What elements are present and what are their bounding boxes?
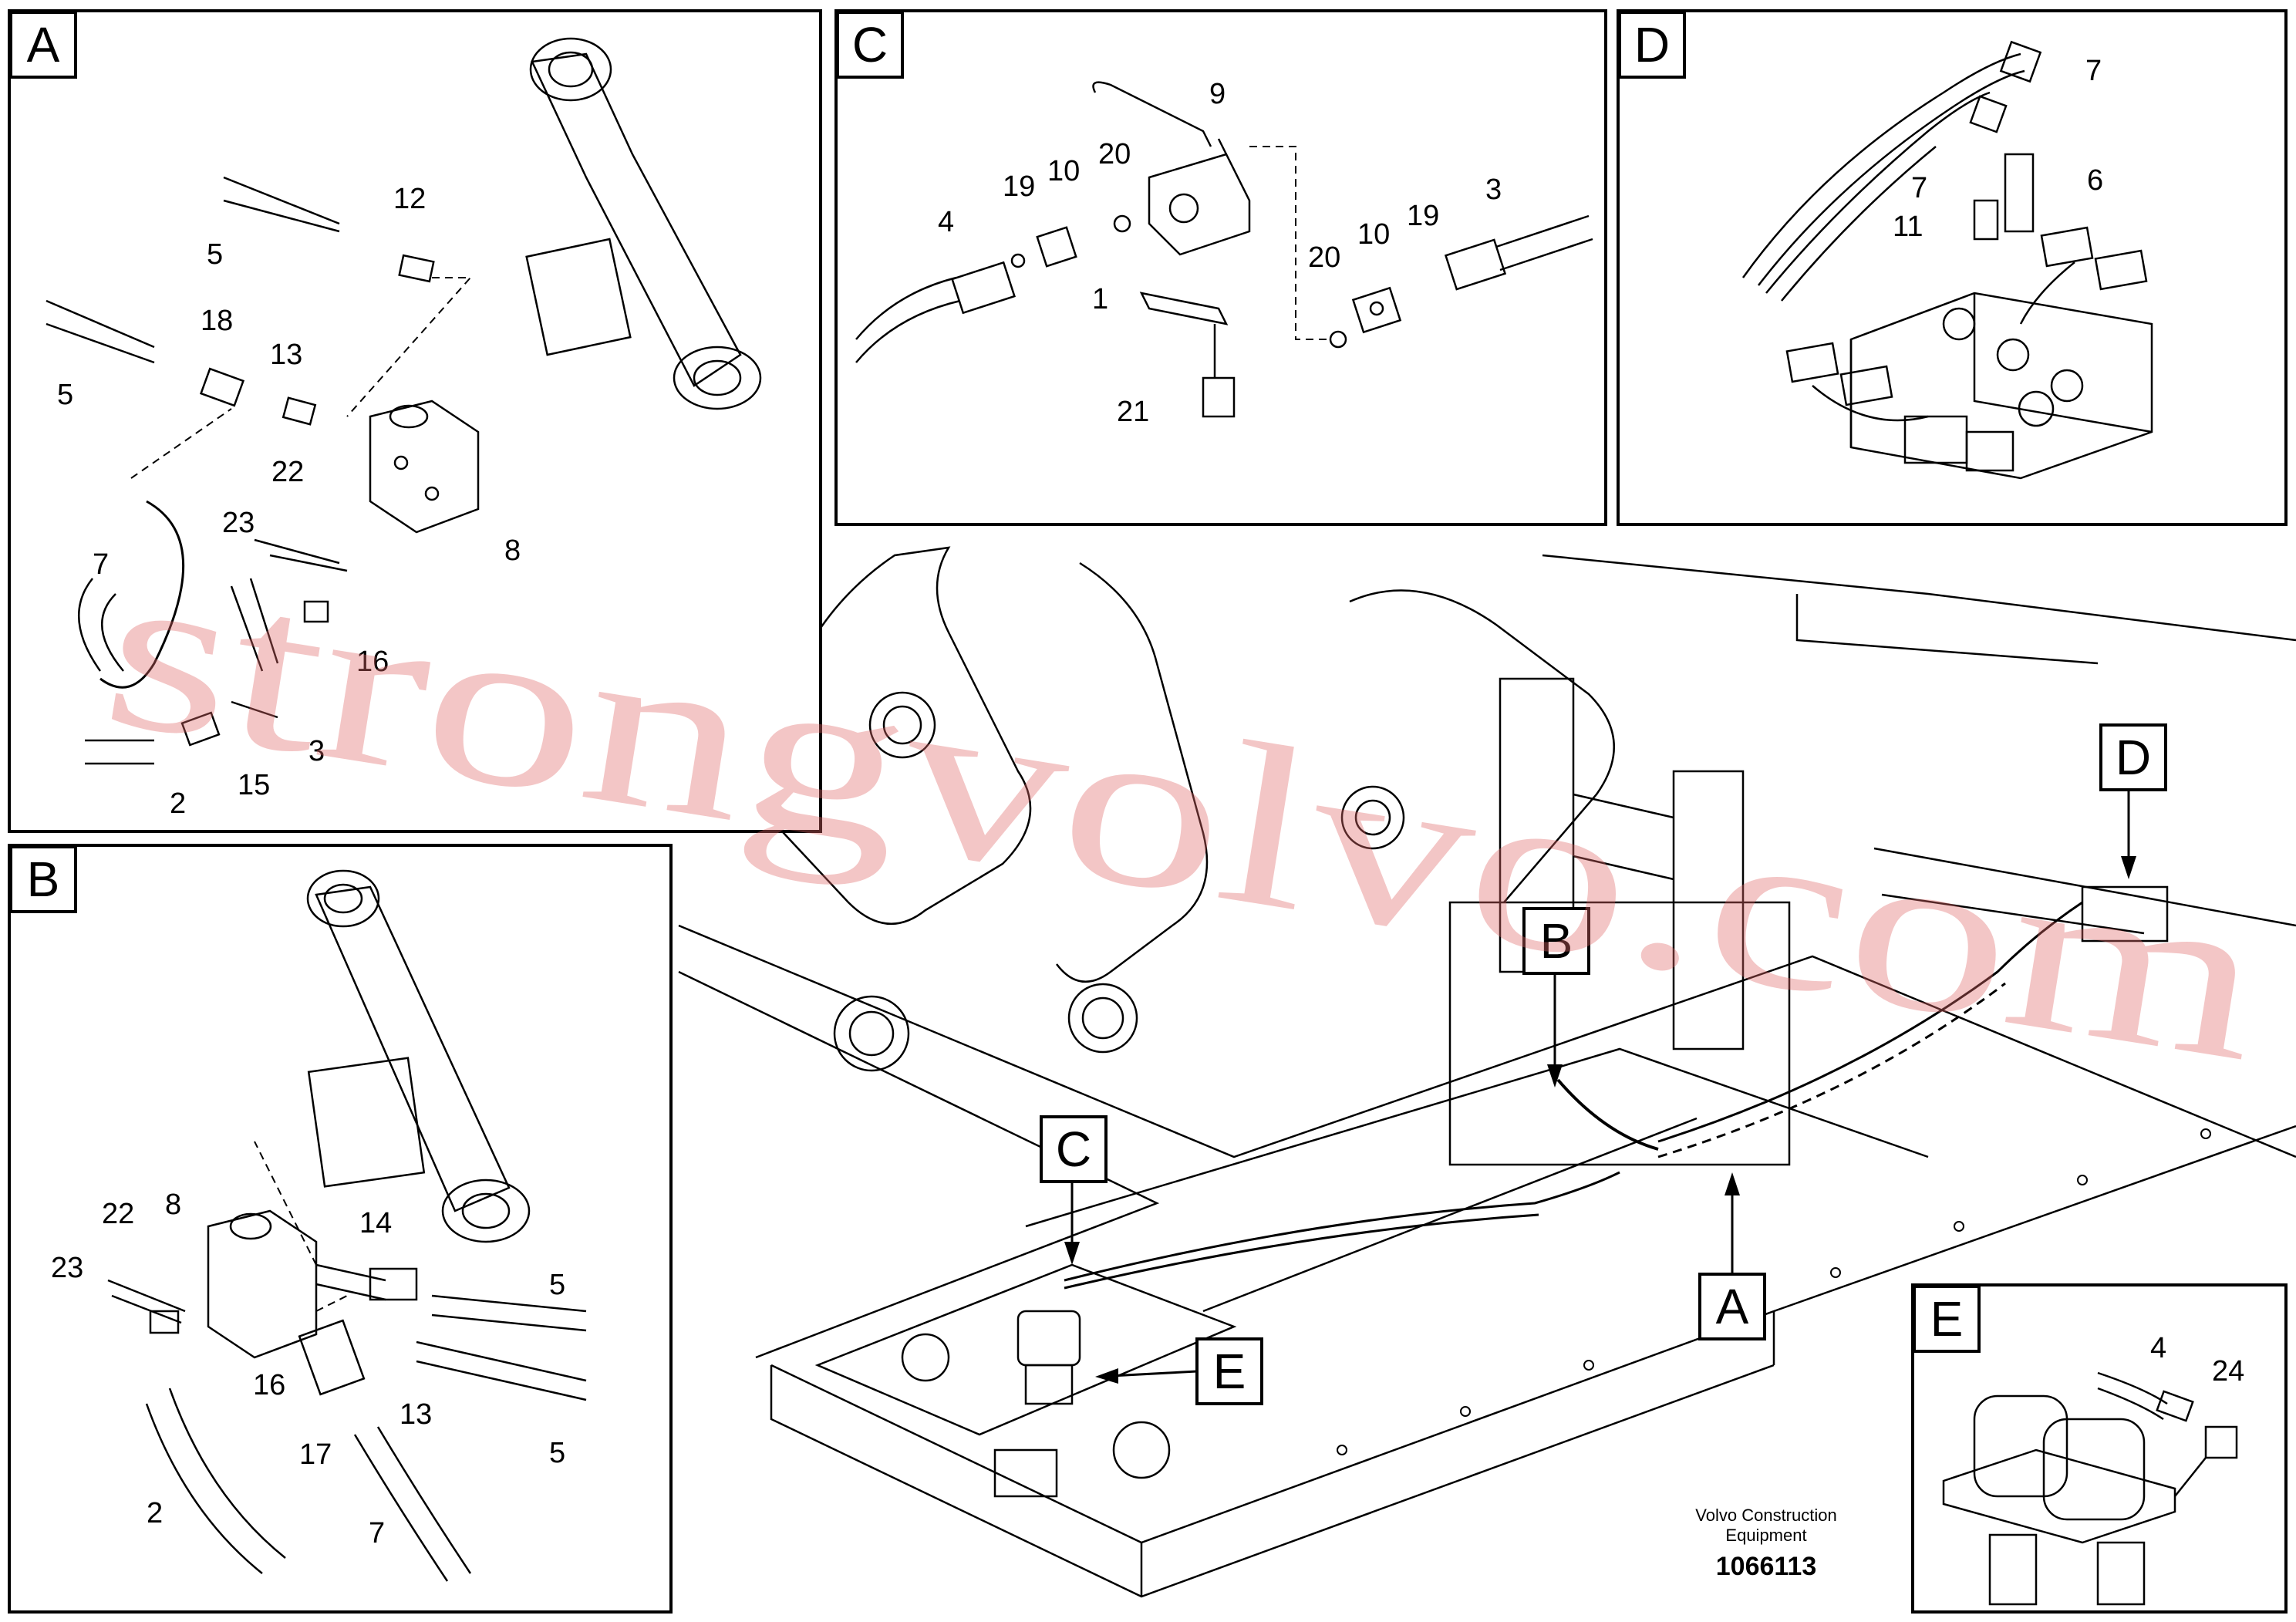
main-assembly-drawing <box>678 546 2296 1598</box>
panel-d-letter: D <box>1634 17 1670 73</box>
part-label: 3 <box>1485 174 1502 206</box>
part-label: 24 <box>2212 1355 2244 1388</box>
part-label: 13 <box>400 1398 432 1431</box>
part-label: 19 <box>1407 200 1439 232</box>
part-label: 3 <box>308 735 325 767</box>
part-label: 2 <box>170 787 186 820</box>
part-label: 5 <box>207 238 223 271</box>
svg-text:A: A <box>1716 1279 1749 1334</box>
part-label: 4 <box>938 206 954 238</box>
svg-text:E: E <box>1213 1344 1246 1399</box>
detail-panel-b: B 8 22 23 14 5 16 13 17 <box>8 844 673 1614</box>
part-label: 12 <box>393 183 426 215</box>
part-label: 2 <box>147 1497 163 1529</box>
detail-panel-d: D 7 7 6 11 <box>1617 9 2288 526</box>
part-label: 6 <box>2087 164 2103 197</box>
part-label: 17 <box>299 1438 332 1471</box>
callout-d: D <box>2099 723 2167 879</box>
part-label: 22 <box>102 1198 134 1230</box>
detail-panel-a: A <box>8 9 822 833</box>
callout-e: E <box>1095 1337 1263 1405</box>
part-label: 21 <box>1117 396 1149 428</box>
part-label: 20 <box>1308 241 1340 274</box>
panel-a-letter: A <box>27 17 60 73</box>
main-callouts: D B C E A <box>1040 723 2167 1405</box>
part-label: 16 <box>253 1369 285 1401</box>
part-label: 14 <box>359 1207 392 1239</box>
callout-c: C <box>1040 1115 1108 1265</box>
part-label: 4 <box>2150 1332 2166 1364</box>
part-label: 9 <box>1209 78 1226 110</box>
svg-text:B: B <box>1540 913 1573 969</box>
part-label: 11 <box>1893 211 1923 243</box>
panel-e-letter: E <box>1930 1291 1964 1347</box>
part-label: 8 <box>165 1189 181 1221</box>
detail-panel-c: C 9 20 10 19 4 1 21 3 19 <box>834 9 1607 526</box>
part-label: 8 <box>504 534 521 567</box>
panel-c-labels: 9 20 10 19 4 1 21 3 19 10 20 <box>938 78 1502 428</box>
part-label: 15 <box>238 769 270 801</box>
part-label: 19 <box>1003 170 1035 203</box>
part-label: 18 <box>201 305 233 337</box>
part-label: 7 <box>1911 172 1927 204</box>
caption-company-sub: Equipment <box>1725 1526 1806 1545</box>
part-label: 7 <box>369 1517 385 1549</box>
panel-c-letter: C <box>852 17 888 73</box>
part-label: 10 <box>1047 155 1080 187</box>
panel-b-letter: B <box>27 851 60 907</box>
part-label: 10 <box>1357 218 1390 251</box>
part-label: 20 <box>1098 138 1131 170</box>
drawing-caption: Volvo Construction Equipment 1066113 <box>1695 1506 1836 1581</box>
part-label: 1 <box>1092 283 1108 315</box>
part-label: 7 <box>2085 55 2102 87</box>
part-label: 7 <box>93 548 109 581</box>
drawing-number: 1066113 <box>1716 1552 1817 1581</box>
part-label: 23 <box>51 1252 83 1284</box>
part-label: 5 <box>549 1269 565 1301</box>
part-label: 22 <box>271 456 304 488</box>
panel-e-labels: 4 24 <box>2150 1332 2244 1388</box>
detail-panel-e: E 4 24 <box>1911 1283 2288 1614</box>
svg-text:C: C <box>1056 1121 1091 1177</box>
caption-company: Volvo Construction <box>1695 1506 1836 1525</box>
part-label: 5 <box>549 1437 565 1469</box>
svg-text:D: D <box>2116 730 2151 785</box>
panel-d-labels: 7 7 6 11 <box>1893 55 2103 243</box>
panel-a-labels: 12 5 18 13 5 22 23 8 7 16 3 2 15 <box>57 183 521 820</box>
part-label: 23 <box>222 507 255 539</box>
callout-b: B <box>1522 907 1590 1088</box>
part-label: 16 <box>356 646 389 678</box>
part-label: 13 <box>270 339 302 371</box>
panel-b-labels: 8 22 23 14 5 16 13 17 5 2 7 <box>51 1189 565 1549</box>
callout-a: A <box>1698 1172 1766 1340</box>
part-label: 5 <box>57 379 73 411</box>
